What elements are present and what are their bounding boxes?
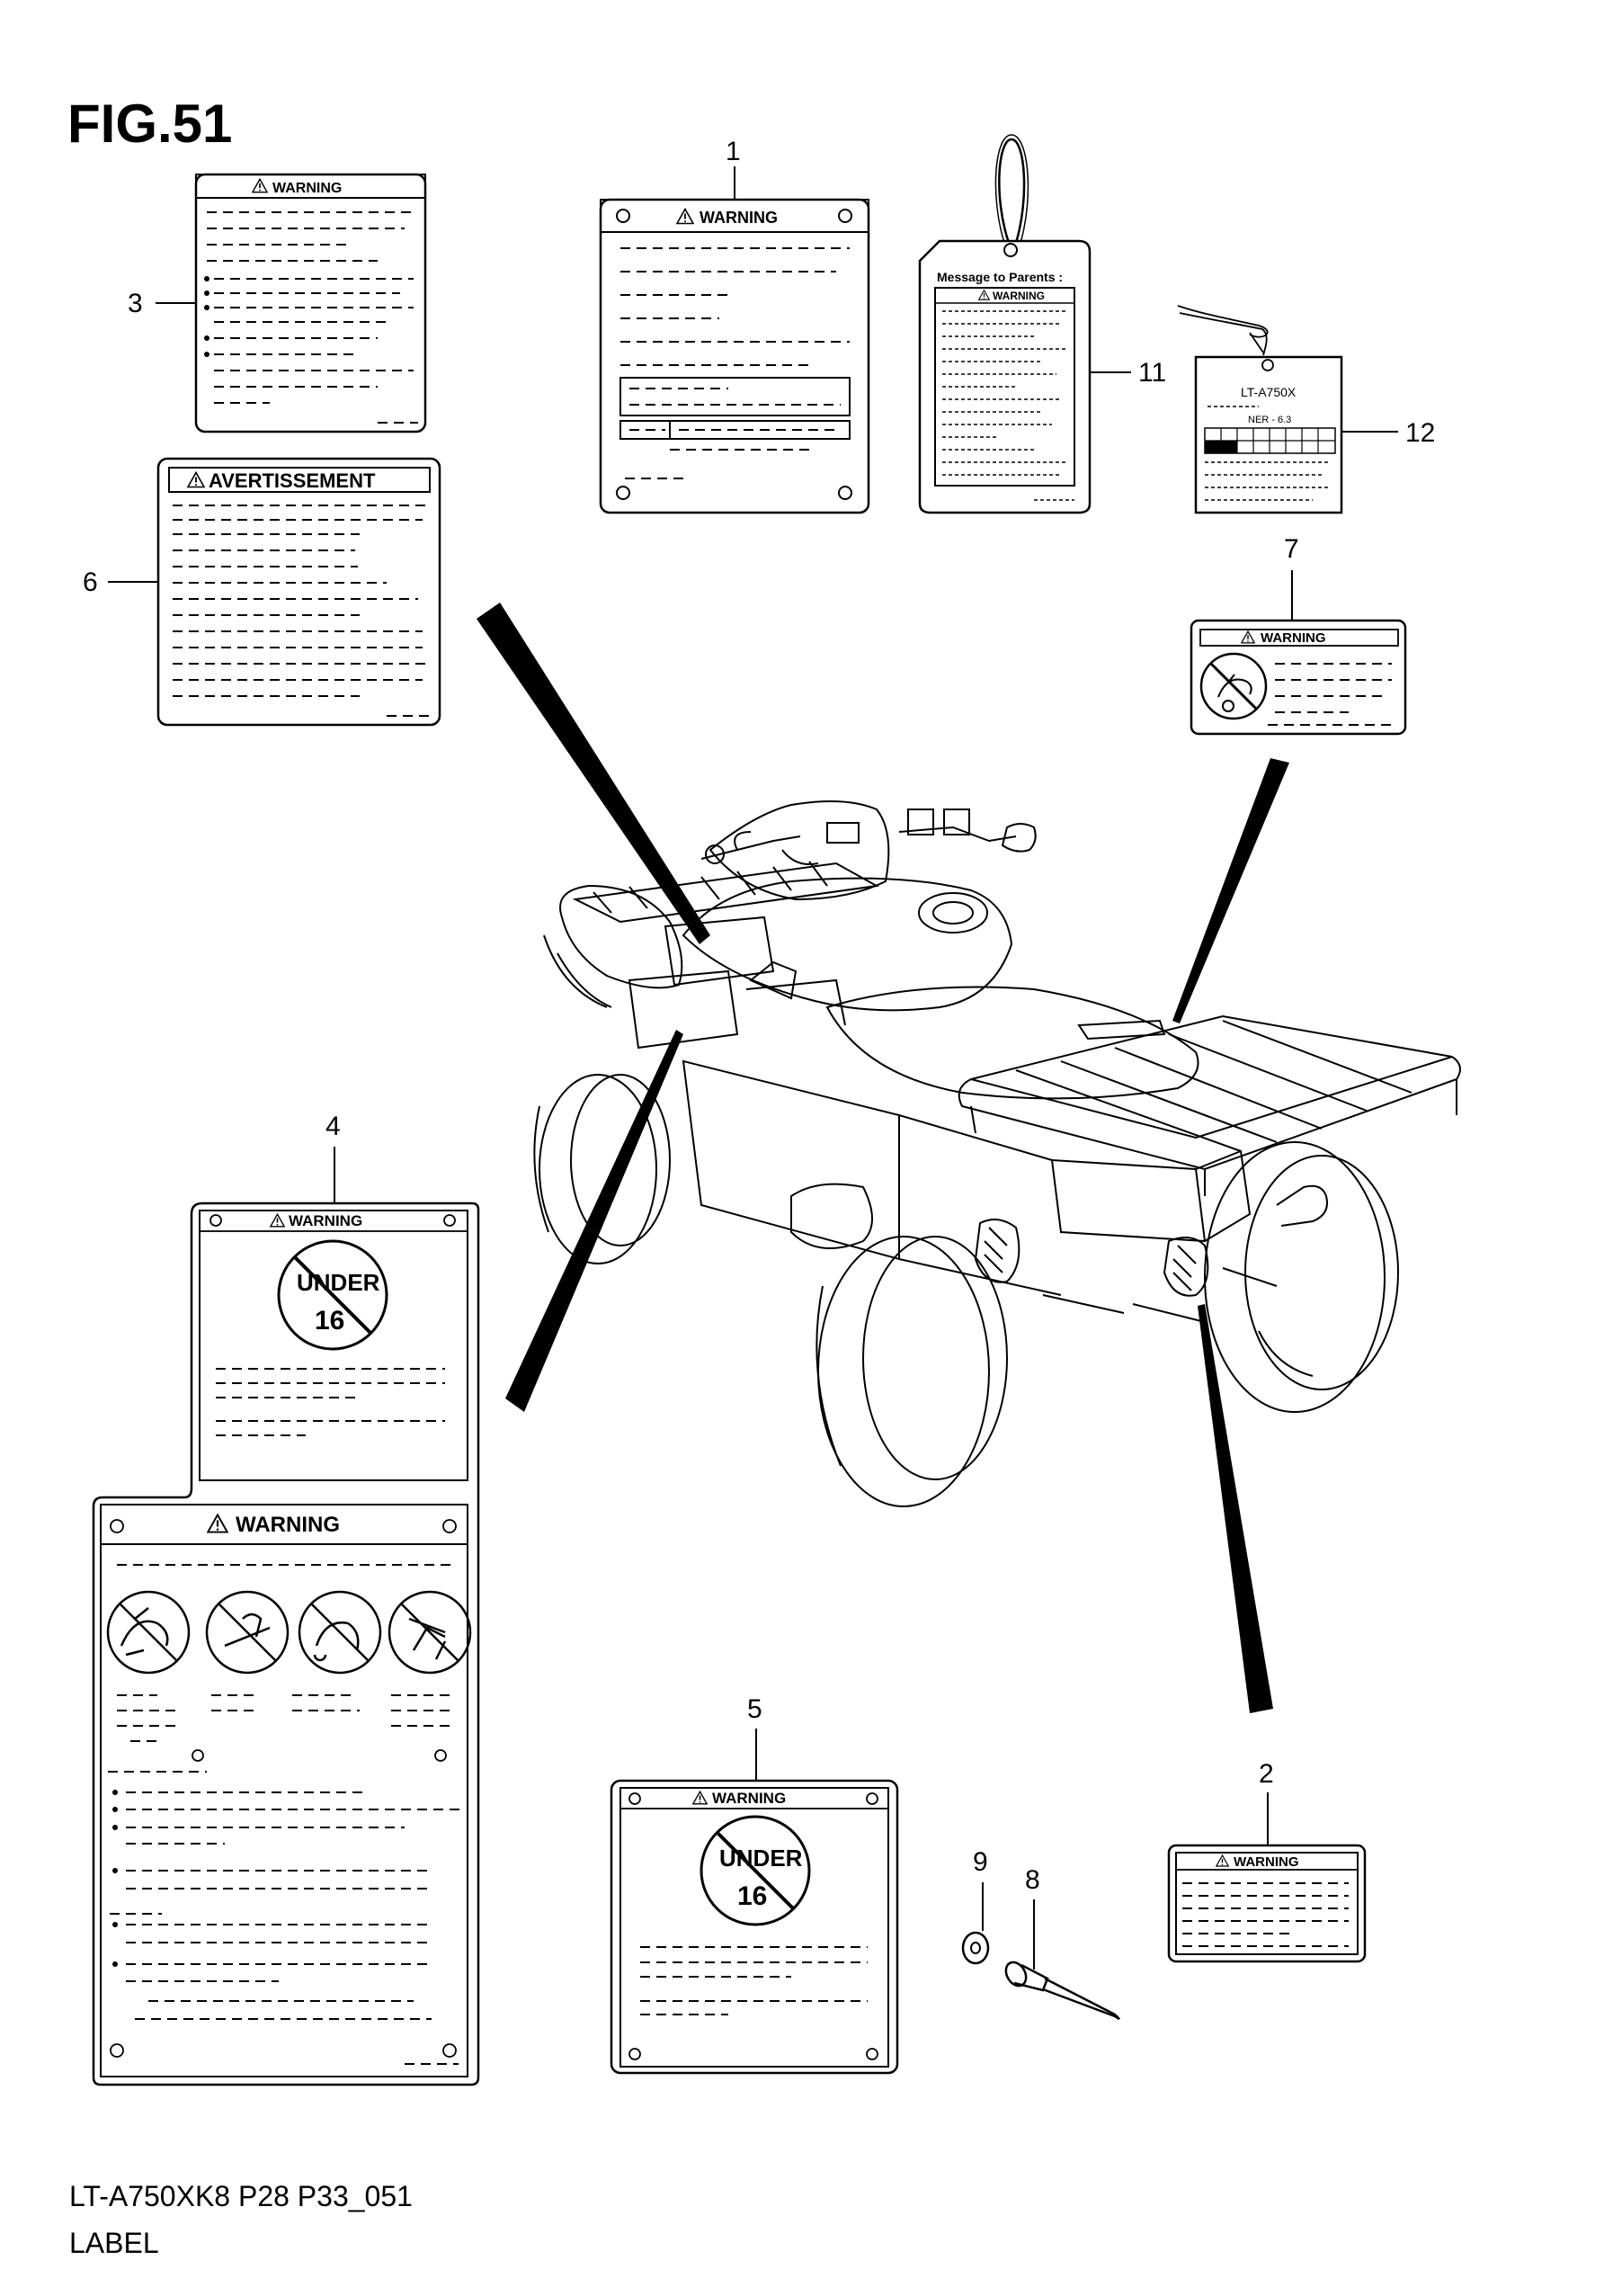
- label-12: LT-A750X NER - 6.3: [1177, 305, 1343, 514]
- callout-11: 11: [1138, 358, 1166, 388]
- footer-name: LABEL: [69, 2227, 159, 2259]
- label-5-age: 16: [737, 1881, 767, 1911]
- callout-1: 1: [726, 137, 741, 166]
- label-4-heading: WARNING: [289, 1212, 362, 1229]
- label-1-heading: WARNING: [700, 209, 778, 227]
- prohibition-icons: [106, 1590, 472, 1675]
- label-2: WARNING: [1167, 1844, 1367, 1963]
- label-2-heading: WARNING: [1234, 1854, 1299, 1870]
- label-11-heading: Message to Parents :: [937, 270, 1063, 284]
- label-7-heading: WARNING: [1261, 630, 1326, 646]
- callout-9: 9: [973, 1847, 988, 1877]
- callout-7: 7: [1284, 534, 1299, 564]
- part-9-washer: [961, 1931, 990, 1965]
- callout-6: 6: [83, 567, 98, 597]
- label-1: WARNING: [599, 198, 870, 514]
- tag-ner: NER - 6.3: [1248, 415, 1291, 425]
- figure-title: FIG.51: [67, 94, 232, 154]
- label-6: AVERTISSEMENT: [156, 457, 441, 727]
- callout-3: 3: [128, 289, 143, 318]
- label-4-lower-heading: WARNING: [236, 1513, 340, 1537]
- label-5-under: UNDER: [719, 1845, 803, 1872]
- callout-4: 4: [325, 1112, 341, 1141]
- part-8-rivet: [1004, 1961, 1120, 2021]
- tag-model: LT-A750X: [1241, 385, 1297, 399]
- callout-12: 12: [1405, 418, 1435, 448]
- label-4: WARNING UNDER 16 WARNING: [92, 1202, 480, 2086]
- label-7: WARNING: [1190, 619, 1407, 736]
- label-5: WARNING UNDER 16: [610, 1779, 899, 2075]
- label-6-heading: AVERTISSEMENT: [209, 469, 376, 492]
- label-3: WARNING: [194, 173, 427, 433]
- under-16-icon: [277, 1239, 388, 1351]
- prohibition-icon: [1199, 652, 1268, 720]
- label-11: Message to Parents : WARNING: [918, 134, 1092, 514]
- callout-2: 2: [1259, 1759, 1274, 1789]
- pointer-wedge: [477, 603, 710, 944]
- callout-5: 5: [747, 1694, 762, 1724]
- footer-code: LT-A750XK8 P28 P33_051: [69, 2180, 413, 2212]
- callout-8: 8: [1025, 1865, 1040, 1895]
- label-3-heading: WARNING: [272, 181, 342, 196]
- label-5-heading: WARNING: [712, 1790, 786, 1807]
- label-4-under: UNDER: [297, 1269, 380, 1296]
- pointer-wedge: [1172, 758, 1289, 1023]
- atv-illustration: [533, 800, 1461, 1507]
- under-16-icon: [700, 1815, 811, 1926]
- label-11-warning: WARNING: [993, 290, 1045, 302]
- pointer-wedge: [1198, 1304, 1273, 1713]
- label-4-age: 16: [315, 1306, 344, 1336]
- pointer-wedge: [505, 1030, 683, 1412]
